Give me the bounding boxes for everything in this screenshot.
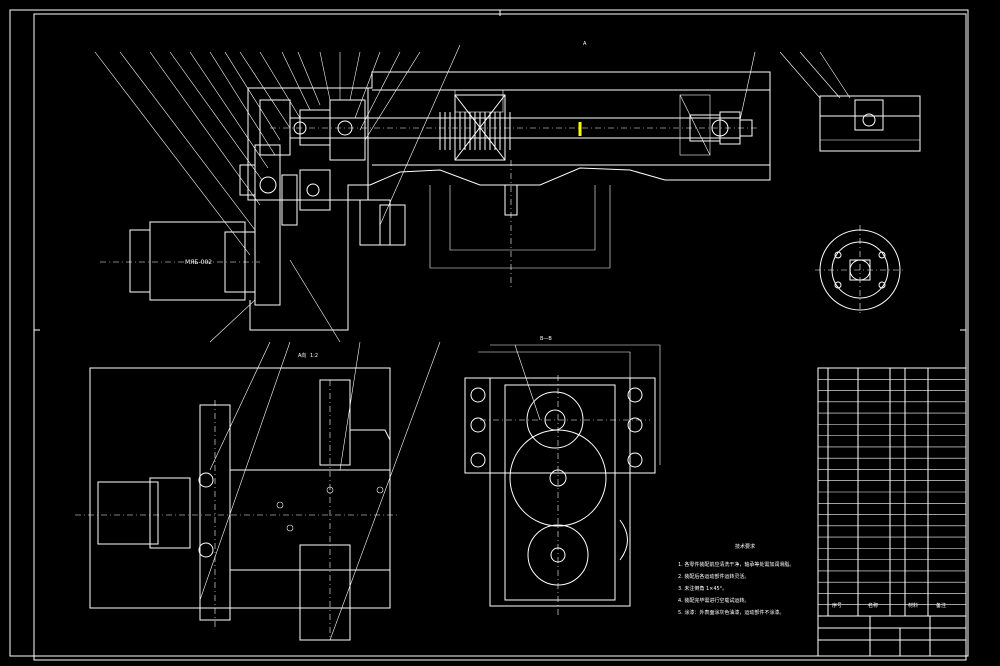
plan-view [75,341,441,641]
outer-border [9,9,969,657]
tech-requirement-1: 1. 各零件装配前应清洗干净，轴承等处需加润滑脂。 [678,561,794,568]
view-label-bb: B—B [540,336,552,342]
tech-requirement-2: 2. 装配后各运动部件运转灵活。 [678,573,749,580]
gearbox-section-view: B—B [464,336,661,615]
tech-requirement-4: 4. 装配完毕需进行空载试运转。 [678,597,749,604]
view-label-a: A向 [298,352,306,359]
technical-requirements: 技术要求 1. 各零件装配前应清洗干净，轴承等处需加润滑脂。 2. 装配后各运动… [678,543,794,616]
main-section-view: МЯБ-002 [94,44,851,343]
title-block [817,615,967,657]
scale-label: 1:2 [310,353,318,359]
footer-label-material: 材料 [908,602,918,609]
inner-frame [33,13,967,661]
footer-label-remark: 备注 [936,602,946,609]
detail-view-top-right [819,95,921,152]
footer-label-name: 名称 [868,602,878,609]
flange-view [815,225,905,315]
top-right-view-label: A [583,41,587,47]
tech-requirement-3: 3. 未注倒角 1×45°。 [678,585,727,592]
tech-requirement-5: 5. 涂漆：外表面涂灰色油漆，运动部件不涂漆。 [678,609,784,616]
parts-list-table [817,367,967,617]
motor-label: МЯБ-002 [185,259,212,266]
title-block-footer: 序号 名称 材料 备注 [832,602,946,609]
tech-requirements-title: 技术要求 [735,543,755,550]
footer-label-seq: 序号 [832,602,842,609]
